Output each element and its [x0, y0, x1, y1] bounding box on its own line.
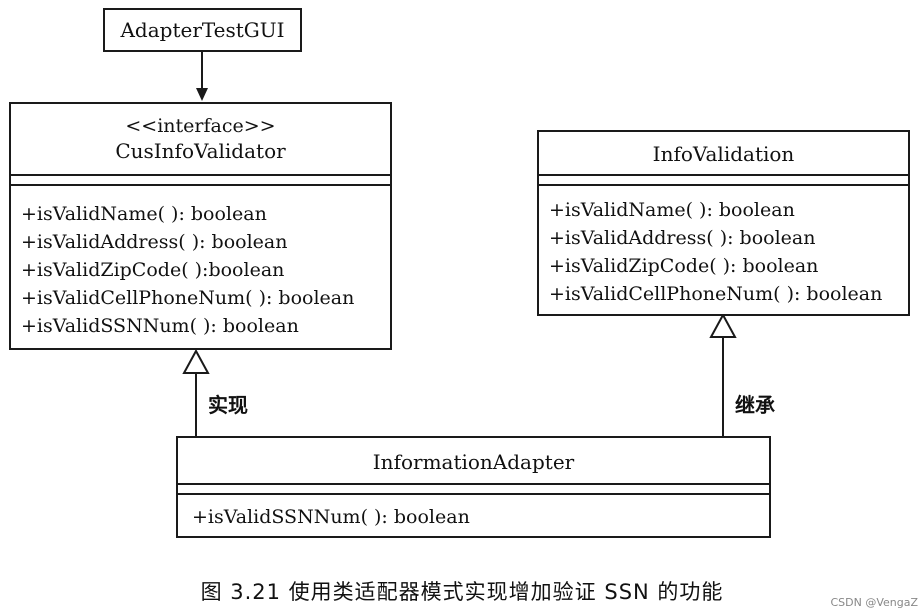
class-name: CusInfoValidator: [115, 139, 286, 163]
method-item: +isValidSSNNum( ): boolean: [21, 315, 299, 337]
class-information-adapter: InformationAdapter +isValidSSNNum( ): bo…: [176, 436, 771, 538]
methods-divider: [11, 184, 390, 186]
attributes-divider: [539, 174, 908, 176]
figure-caption: 图 3.21 使用类适配器模式实现增加验证 SSN 的功能: [200, 580, 724, 604]
attributes-divider: [11, 174, 390, 176]
class-name: InfoValidation: [652, 142, 795, 166]
methods-divider: [539, 184, 908, 186]
attributes-divider: [178, 483, 769, 485]
method-list: +isValidName( ): boolean +isValidAddress…: [549, 196, 904, 308]
source-watermark: CSDN @VengaZ: [830, 596, 918, 609]
class-name: AdapterTestGUI: [120, 18, 285, 42]
method-item: +isValidSSNNum( ): boolean: [192, 506, 470, 528]
method-item: +isValidAddress( ): boolean: [21, 231, 288, 253]
inheritance-triangle: [709, 312, 737, 338]
class-info-validation: InfoValidation +isValidName( ): boolean …: [537, 130, 910, 316]
interface-stereotype: <<interface>>: [125, 115, 276, 137]
method-item: +isValidName( ): boolean: [21, 203, 267, 225]
class-name: InformationAdapter: [372, 450, 575, 474]
class-adapter-test-gui: AdapterTestGUI: [103, 8, 302, 52]
association-arrowhead: [196, 88, 208, 101]
method-item: +isValidName( ): boolean: [549, 199, 795, 221]
method-item: +isValidCellPhoneNum( ): boolean: [549, 283, 883, 305]
method-item: +isValidAddress( ): boolean: [549, 227, 816, 249]
realization-triangle: [182, 348, 210, 374]
inherits-label: 继承: [735, 393, 775, 417]
method-list: +isValidName( ): boolean +isValidAddress…: [21, 200, 386, 340]
interface-cus-info-validator: <<interface>> CusInfoValidator +isValidN…: [9, 102, 392, 350]
implements-label: 实现: [208, 393, 248, 417]
method-item: +isValidZipCode( ): boolean: [549, 255, 819, 277]
method-list: +isValidSSNNum( ): boolean: [192, 503, 765, 531]
method-item: +isValidZipCode( ):boolean: [21, 259, 285, 281]
method-item: +isValidCellPhoneNum( ): boolean: [21, 287, 355, 309]
methods-divider: [178, 493, 769, 495]
